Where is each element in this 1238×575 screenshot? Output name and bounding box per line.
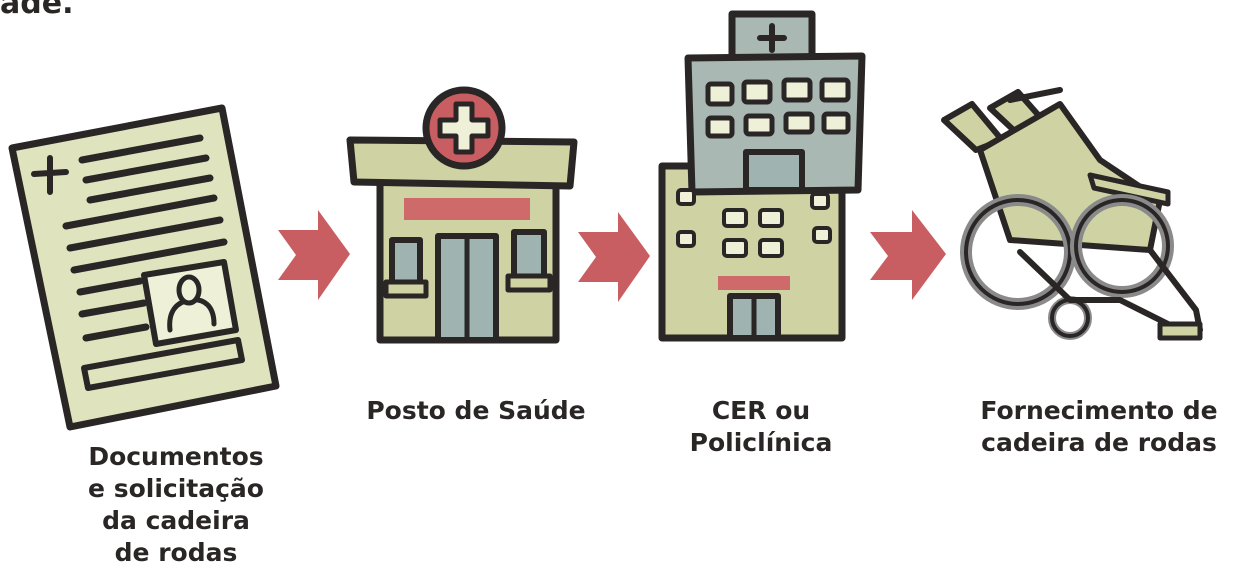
step-label-line: Fornecimento de — [980, 396, 1218, 425]
hospital-icon — [658, 10, 866, 342]
arrow-icon — [278, 210, 350, 300]
step-label-line: cadeira de rodas — [981, 428, 1217, 457]
document-icon — [8, 104, 280, 431]
step-label-cer: CER ou Policlínica — [676, 395, 846, 459]
step-label-line: Policlínica — [689, 428, 833, 457]
arrow-icon — [870, 210, 946, 300]
wheelchair-icon — [941, 87, 1203, 341]
step-label-line: Documentos — [88, 442, 264, 471]
step-label-documents: Documentos e solicitação da cadeira de r… — [78, 441, 274, 569]
step-label-line: de rodas — [114, 538, 238, 567]
step-label-line: CER ou — [711, 396, 811, 425]
health-post-icon — [346, 86, 578, 344]
step-label-health-post: Posto de Saúde — [356, 395, 596, 427]
cropped-top-text: ade. — [0, 0, 74, 21]
step-label-line: da cadeira — [102, 506, 250, 535]
step-label-line: Posto de Saúde — [366, 396, 586, 425]
step-label-line: e solicitação — [88, 474, 264, 503]
arrow-icon — [578, 212, 650, 302]
step-label-wheelchair: Fornecimento de cadeira de rodas — [966, 395, 1232, 459]
